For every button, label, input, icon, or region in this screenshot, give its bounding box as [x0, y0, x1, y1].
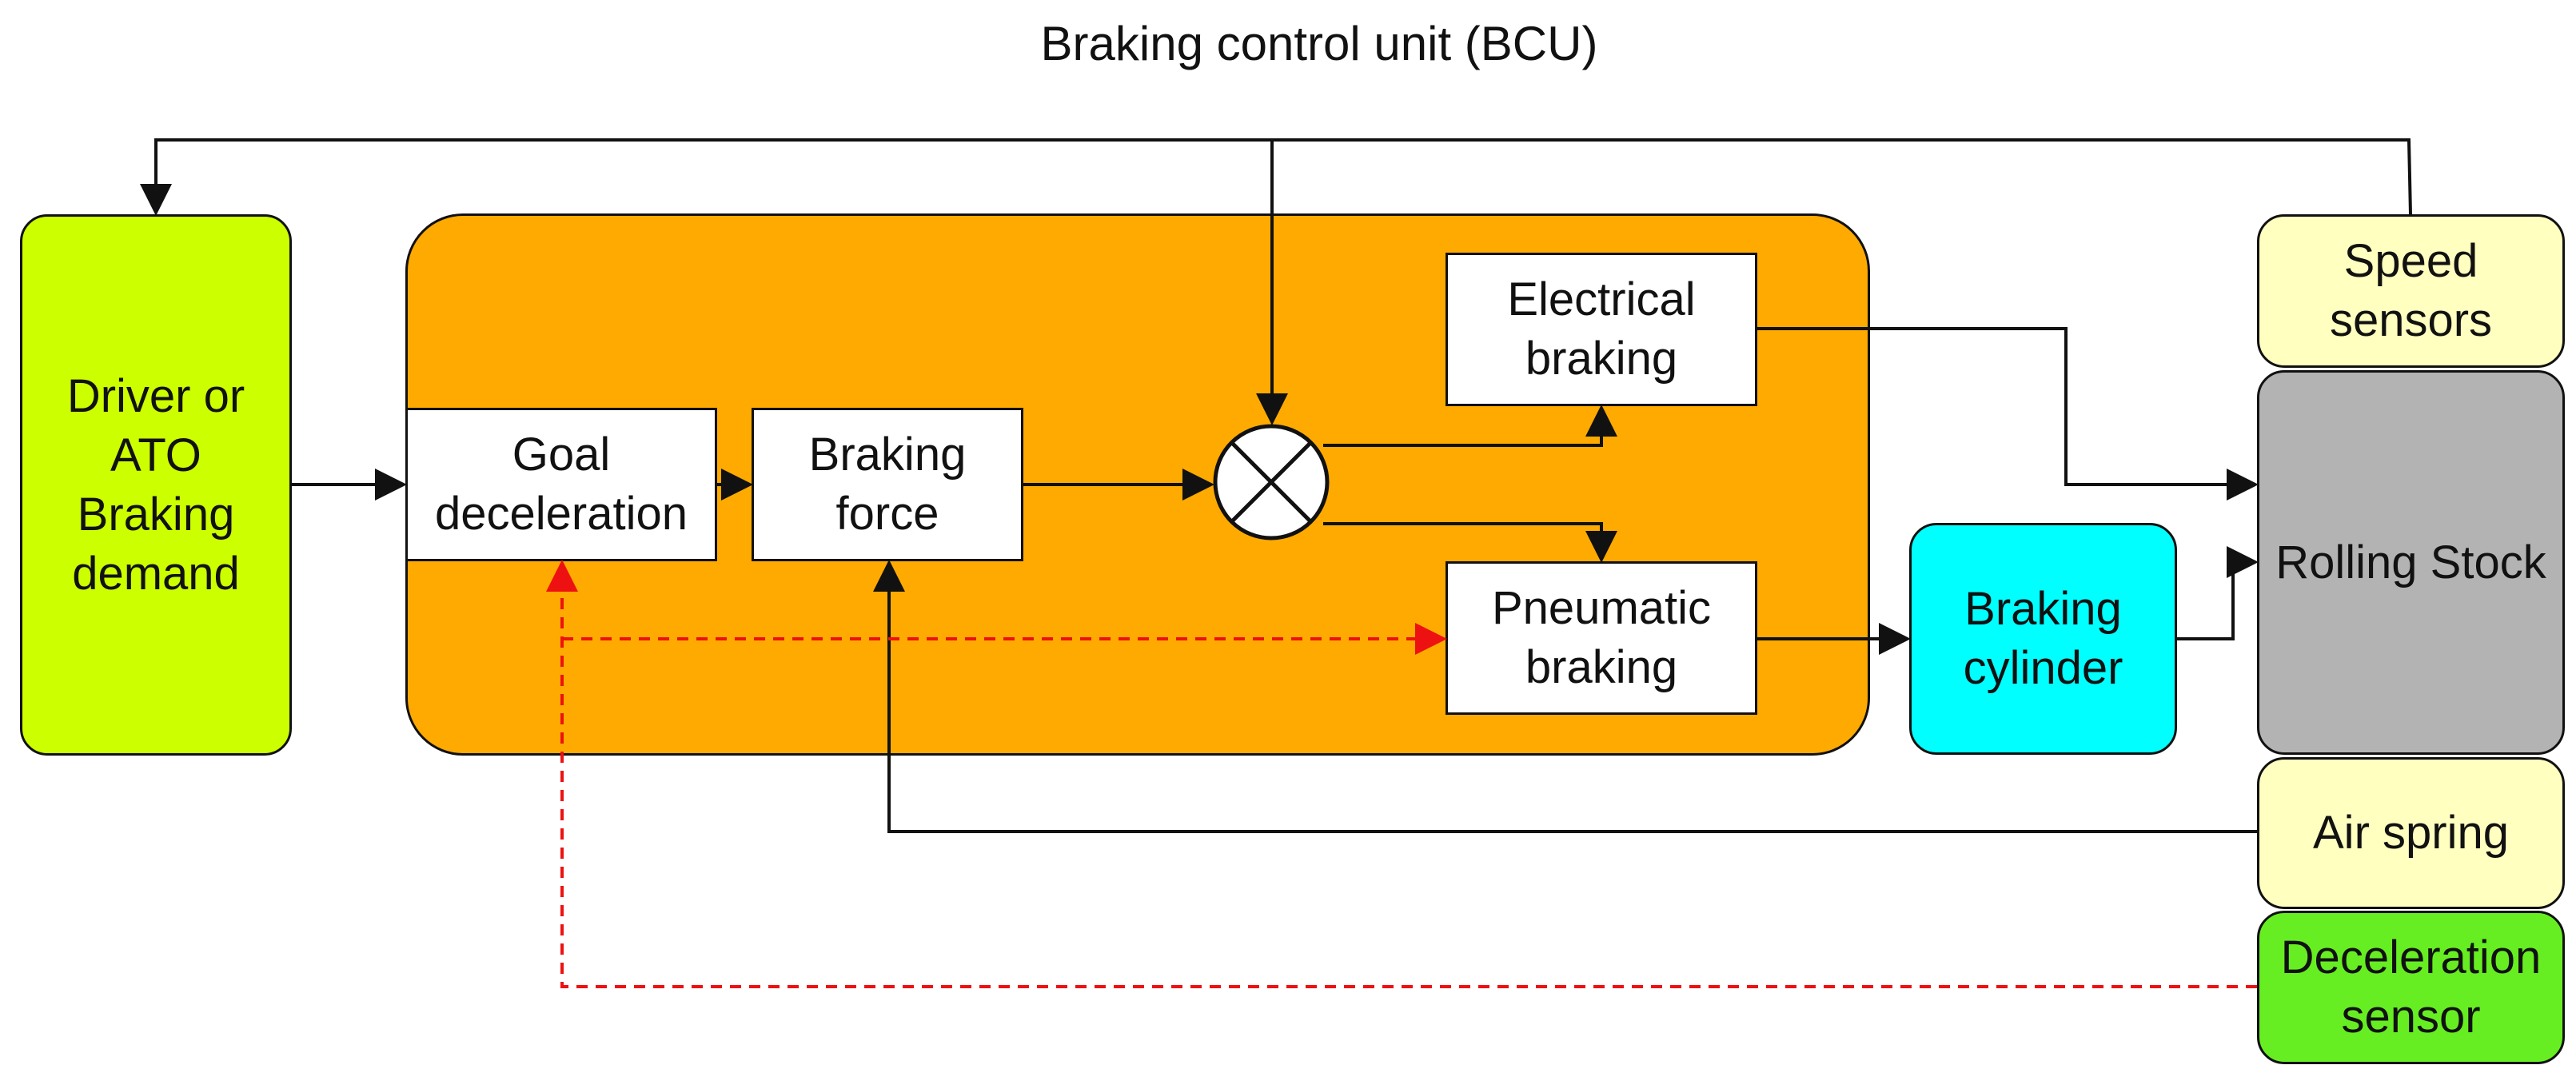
- braking-cylinder-block: Braking cylinder: [1909, 523, 2177, 755]
- braking-force-label: Braking force: [808, 429, 967, 540]
- arrow-cylinder-to-rolling-stock: [2177, 546, 2259, 640]
- arrow-junction-to-electrical: [1323, 405, 1617, 447]
- deceleration-sensor-block: Deceleration sensor: [2257, 911, 2565, 1064]
- electrical-braking-block: Electrical braking: [1446, 253, 1757, 406]
- summing-junction-icon: [1213, 424, 1330, 540]
- pneumatic-braking-block: Pneumatic braking: [1446, 561, 1757, 715]
- electrical-braking-label: Electrical braking: [1507, 273, 1696, 385]
- speed-sensors-block: Speed sensors: [2257, 214, 2565, 368]
- arrow-air-spring-to-force: [873, 560, 2257, 833]
- arrow-electrical-to-rolling-stock: [1757, 327, 2259, 501]
- air-spring-label: Air spring: [2313, 807, 2509, 859]
- air-spring-block: Air spring: [2257, 757, 2565, 909]
- deceleration-sensor-label: Deceleration sensor: [2280, 931, 2542, 1043]
- driver-braking-demand-label: Driver or ATO Braking demand: [66, 369, 245, 600]
- speed-sensors-label: Speed sensors: [2329, 235, 2493, 346]
- diagram-title: Braking control unit (BCU): [1040, 17, 1598, 70]
- braking-cylinder-label: Braking cylinder: [1963, 583, 2123, 694]
- goal-deceleration-label: Goal deceleration: [435, 429, 688, 540]
- rolling-stock-label: Rolling Stock: [2275, 536, 2546, 588]
- driver-braking-demand-block: Driver or ATO Braking demand: [20, 214, 292, 756]
- dashed-deceleration-feedback: [546, 560, 2257, 988]
- speed-feedback-line: [140, 138, 2412, 216]
- arrow-junction-to-pneumatic: [1323, 522, 1617, 563]
- pneumatic-braking-label: Pneumatic braking: [1491, 582, 1712, 693]
- rolling-stock-block: Rolling Stock: [2257, 370, 2565, 755]
